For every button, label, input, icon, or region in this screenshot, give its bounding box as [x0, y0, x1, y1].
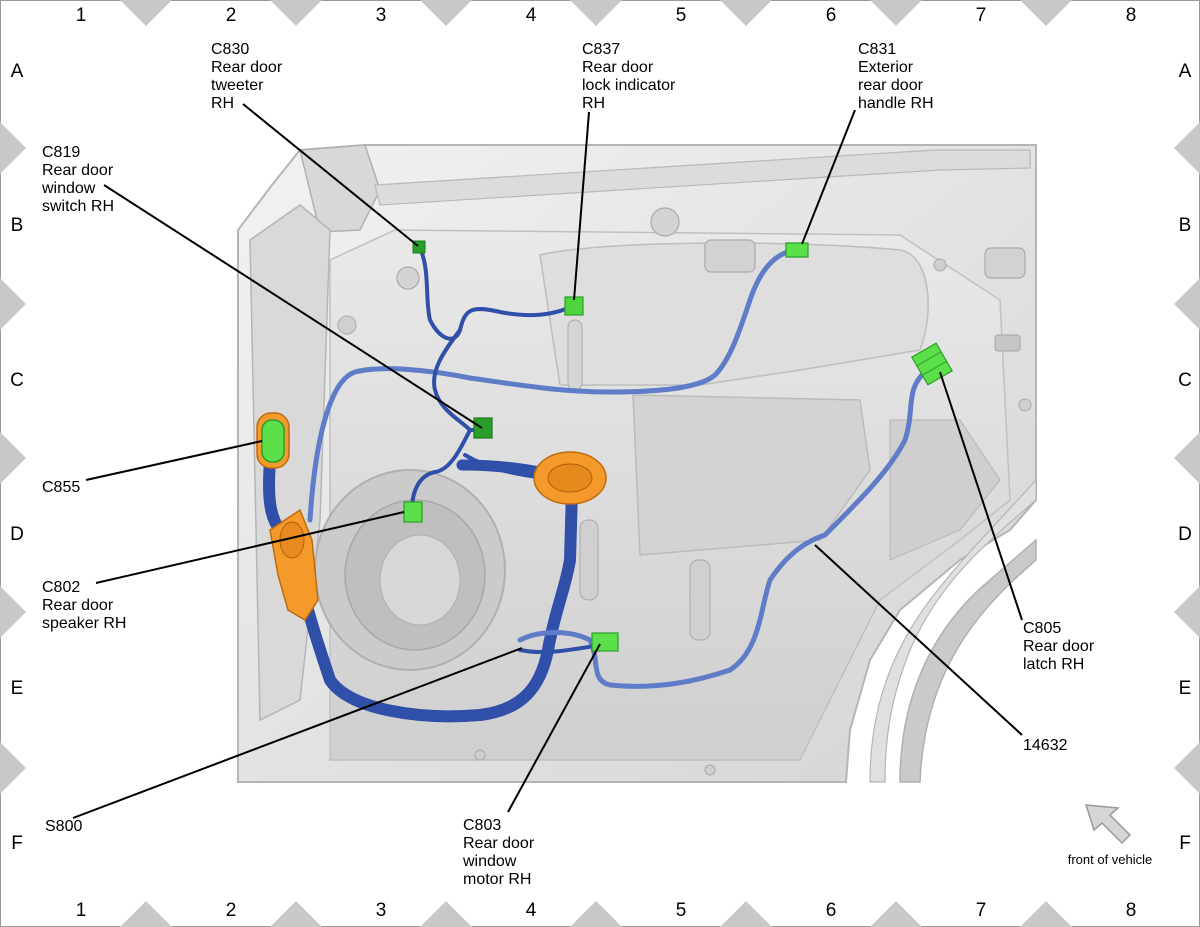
grid-col-top-1: 1: [76, 5, 87, 26]
leader-c819: [103, 184, 483, 429]
grid-row-right-e: E: [1179, 678, 1192, 699]
callout-c819: C819 Rear door window switch RH: [41, 144, 114, 215]
leader-lines: [72, 103, 1023, 819]
grid-col-bottom-7: 7: [976, 900, 987, 921]
grid-row-left-b: B: [11, 215, 24, 236]
leader-c802: [95, 511, 405, 584]
grid-rows-right: A B C D E F: [1178, 61, 1192, 854]
grid-rows-left: A B C D E F: [10, 61, 24, 854]
callout-c830-line-2: Rear door: [211, 59, 283, 76]
connector-c831: [785, 242, 809, 258]
grommet-center: [533, 451, 607, 505]
callout-c831-line-2: Exterior: [858, 59, 914, 76]
callout-c830-line-1: C830: [211, 41, 249, 58]
leader-14632: [814, 544, 1023, 736]
leader-c855: [85, 440, 263, 481]
grid-row-left-f: F: [11, 833, 23, 854]
callout-c803-line-2: Rear door: [463, 835, 535, 852]
callout-c837-line-2: Rear door: [582, 59, 654, 76]
leader-s800: [72, 647, 523, 819]
callout-s800-line-1: S800: [45, 818, 82, 835]
grid-row-left-e: E: [11, 678, 24, 699]
grid-row-right-b: B: [1179, 215, 1192, 236]
callout-c855: C855: [42, 479, 80, 496]
grid-col-top-7: 7: [976, 5, 987, 26]
callout-c802-line-3: speaker RH: [42, 615, 126, 632]
grid-col-top-5: 5: [676, 5, 687, 26]
leader-c805: [939, 371, 1023, 621]
callout-c805: C805 Rear door latch RH: [1023, 620, 1095, 673]
grid-columns-bottom: 1 2 3 4 5 6 7 8: [76, 900, 1137, 921]
grid-col-top-4: 4: [526, 5, 537, 26]
grid-col-top-3: 3: [376, 5, 387, 26]
grid-row-right-f: F: [1179, 833, 1191, 854]
leader-c830: [242, 103, 419, 247]
connector-c805: [911, 342, 953, 386]
grid-col-bottom-1: 1: [76, 900, 87, 921]
grid-col-bottom-4: 4: [526, 900, 537, 921]
grid-row-left-c: C: [10, 370, 24, 391]
direction-label: front of vehicle: [1068, 852, 1153, 867]
callout-c830-line-4: RH: [211, 95, 234, 112]
callout-s800: S800: [45, 818, 82, 835]
callout-c805-line-3: latch RH: [1023, 656, 1084, 673]
grid-columns-top: 1 2 3 4 5 6 7 8: [76, 5, 1137, 26]
grid-col-bottom-3: 3: [376, 900, 387, 921]
direction-arrow-icon: [1084, 804, 1132, 845]
callout-c830-line-3: tweeter: [211, 77, 264, 94]
grid-row-right-c: C: [1178, 370, 1192, 391]
front-of-vehicle-indicator: front of vehicle: [1068, 804, 1153, 867]
callout-c803-line-3: window: [462, 853, 517, 870]
grid-row-right-d: D: [1178, 524, 1192, 545]
callout-c803-line-4: motor RH: [463, 871, 531, 888]
callout-c837: C837 Rear door lock indicator RH: [582, 41, 676, 112]
callout-c837-line-4: RH: [582, 95, 605, 112]
callout-c831: C831 Exterior rear door handle RH: [858, 41, 934, 112]
callout-c837-line-1: C837: [582, 41, 620, 58]
callout-c803-line-1: C803: [463, 817, 501, 834]
leader-c831: [801, 109, 856, 245]
callout-c819-line-3: window: [41, 180, 96, 197]
grid-col-bottom-5: 5: [676, 900, 687, 921]
grid-col-top-6: 6: [826, 5, 837, 26]
door-panel: [237, 144, 1037, 783]
callout-c831-line-1: C831: [858, 41, 896, 58]
leader-c837: [573, 111, 590, 301]
callout-c805-line-1: C805: [1023, 620, 1061, 637]
grid-row-left-a: A: [11, 61, 24, 82]
grid-col-bottom-6: 6: [826, 900, 837, 921]
grid-col-top-8: 8: [1126, 5, 1137, 26]
callout-c805-line-2: Rear door: [1023, 638, 1095, 655]
callout-c855-line-1: C855: [42, 479, 80, 496]
callout-c802-line-1: C802: [42, 579, 80, 596]
callout-c831-line-3: rear door: [858, 77, 924, 94]
callout-14632: 14632: [1023, 737, 1068, 754]
grid-col-bottom-8: 8: [1126, 900, 1137, 921]
callout-c830: C830 Rear door tweeter RH: [211, 41, 283, 112]
callout-14632-line-1: 14632: [1023, 737, 1068, 754]
callout-c819-line-4: switch RH: [42, 198, 114, 215]
callout-c831-line-4: handle RH: [858, 95, 934, 112]
leader-c803: [507, 643, 601, 813]
callout-c803: C803 Rear door window motor RH: [462, 817, 535, 888]
callout-c819-line-1: C819: [42, 144, 80, 161]
connector-c802: [403, 501, 423, 523]
connector-c855: [261, 419, 285, 463]
grid-row-right-a: A: [1179, 61, 1192, 82]
connector-c803: [591, 632, 619, 652]
grid-row-left-d: D: [10, 524, 24, 545]
callout-c802-line-2: Rear door: [42, 597, 114, 614]
grid-col-bottom-2: 2: [226, 900, 237, 921]
callout-c802: C802 Rear door speaker RH: [42, 579, 126, 632]
callout-c837-line-3: lock indicator: [582, 77, 676, 94]
callout-c819-line-2: Rear door: [42, 162, 114, 179]
connector-c819: [473, 417, 493, 439]
grid-col-top-2: 2: [226, 5, 237, 26]
